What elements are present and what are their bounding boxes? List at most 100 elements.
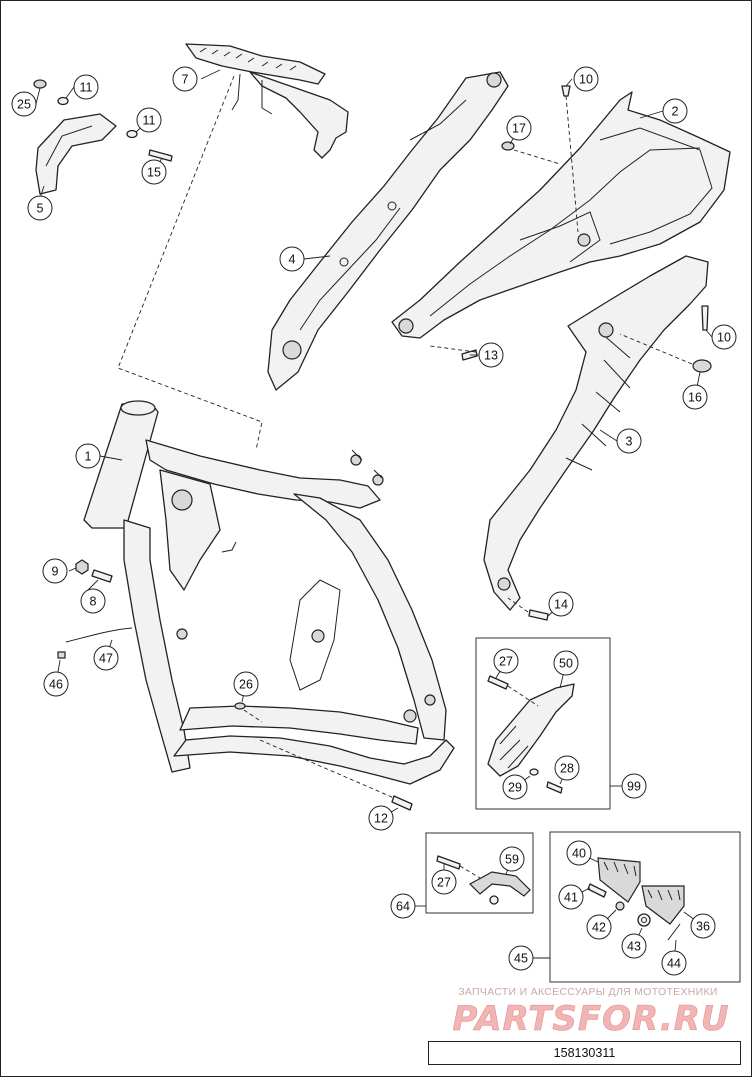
svg-text:1: 1 [85, 450, 92, 464]
hardware-nut-9 [75, 559, 89, 575]
callout-43: 43 [621, 933, 647, 959]
hose-47 [65, 627, 133, 643]
hardware-washer-11-upper [57, 96, 69, 106]
callout-59: 59 [499, 846, 525, 872]
callout-4: 4 [279, 246, 305, 272]
callout-25: 25 [11, 91, 37, 117]
hardware-bolt-12 [259, 739, 413, 811]
group-box-45 [549, 831, 741, 983]
hardware-washer-11-lower [126, 129, 138, 139]
svg-text:46: 46 [49, 678, 63, 692]
callout-28: 28 [554, 755, 580, 781]
svg-text:4: 4 [289, 253, 296, 267]
svg-text:47: 47 [99, 652, 113, 666]
hardware-spring-42 [615, 901, 625, 911]
hardware-bolt-13 [429, 345, 478, 361]
callout-11-upper: 11 [73, 74, 99, 100]
svg-text:28: 28 [560, 762, 574, 776]
hardware-bolt-27-guide [487, 675, 539, 707]
callout-47: 47 [93, 645, 119, 671]
svg-text:11: 11 [143, 114, 156, 128]
part-36-footpeg [641, 885, 685, 925]
svg-text:45: 45 [514, 952, 528, 966]
svg-text:15: 15 [147, 166, 161, 180]
callout-16: 16 [682, 384, 708, 410]
callout-7: 7 [172, 66, 198, 92]
group-box-99 [475, 637, 611, 810]
hardware-bolt-27-protector [436, 855, 481, 879]
hardware-pin-41 [587, 883, 607, 898]
callout-17: 17 [506, 115, 532, 141]
callout-3: 3 [616, 428, 642, 454]
watermark-subtitle: ЗАПЧАСТИ И АКСЕССУАРЫ ДЛЯ МОТОТЕХНИКИ [458, 986, 718, 998]
callout-26: 26 [233, 671, 259, 697]
part-7-plate [185, 43, 349, 159]
svg-text:29: 29 [508, 781, 522, 795]
hardware-clip-46 [57, 651, 66, 659]
svg-text:50: 50 [559, 657, 573, 671]
callout-10-upper: 10 [573, 66, 599, 92]
callout-14: 14 [548, 591, 574, 617]
svg-text:42: 42 [592, 921, 606, 935]
part-59-protector [469, 871, 531, 905]
hardware-bolt-14 [507, 597, 549, 621]
callout-27-protector: 27 [431, 869, 457, 895]
svg-text:2: 2 [672, 105, 679, 119]
callout-50: 50 [553, 650, 579, 676]
hardware-bolt-17 [501, 141, 561, 165]
callout-2: 2 [662, 98, 688, 124]
svg-text:43: 43 [627, 940, 641, 954]
svg-text:17: 17 [512, 122, 526, 136]
part-5-bracket [35, 113, 117, 195]
callout-42: 42 [586, 914, 612, 940]
svg-text:59: 59 [505, 853, 519, 867]
part-1-main-frame [83, 400, 455, 785]
callout-36: 36 [690, 913, 716, 939]
svg-text:25: 25 [17, 98, 31, 112]
group-box-64 [425, 832, 534, 914]
callout-46: 46 [43, 671, 69, 697]
svg-text:12: 12 [374, 812, 388, 826]
callout-40: 40 [566, 840, 592, 866]
callout-13: 13 [478, 342, 504, 368]
watermark-logo: PARTSFOR.RU [452, 999, 729, 1039]
hardware-grommet-16 [619, 333, 712, 373]
svg-text:10: 10 [717, 331, 731, 345]
svg-text:9: 9 [52, 565, 59, 579]
hardware-bolt-15 [148, 149, 173, 162]
callout-12: 12 [368, 805, 394, 831]
hardware-washer-43 [637, 913, 651, 927]
callout-9: 9 [42, 558, 68, 584]
hardware-pin-8 [91, 569, 113, 583]
hardware-cotter-44 [667, 923, 681, 941]
svg-text:36: 36 [696, 920, 710, 934]
callout-27-guide: 27 [493, 648, 519, 674]
svg-text:16: 16 [688, 391, 702, 405]
callout-44: 44 [661, 950, 687, 976]
svg-text:27: 27 [499, 655, 513, 669]
svg-text:7: 7 [182, 73, 189, 87]
callout-1: 1 [75, 443, 101, 469]
svg-text:5: 5 [37, 202, 44, 216]
svg-text:13: 13 [484, 349, 498, 363]
callout-41: 41 [558, 884, 584, 910]
hardware-bolt-10-lower [701, 305, 709, 331]
part-40-footpeg [597, 857, 641, 903]
svg-text:10: 10 [579, 73, 593, 87]
part-50-chain-guide [487, 683, 575, 777]
callout-5: 5 [27, 195, 53, 221]
svg-text:27: 27 [437, 876, 451, 890]
svg-text:99: 99 [627, 780, 641, 794]
reference-number: 158130311 [553, 1046, 616, 1060]
svg-text:14: 14 [554, 598, 568, 612]
hardware-nut-25 [33, 79, 47, 89]
hardware-bolt-10-upper [561, 85, 579, 233]
hardware-bolt-26 [234, 702, 263, 723]
svg-text:3: 3 [626, 435, 633, 449]
svg-text:8: 8 [90, 595, 97, 609]
callout-64: 64 [390, 893, 416, 919]
svg-text:11: 11 [80, 81, 93, 95]
svg-text:40: 40 [572, 847, 586, 861]
svg-text:44: 44 [667, 957, 681, 971]
svg-text:41: 41 [564, 891, 578, 905]
